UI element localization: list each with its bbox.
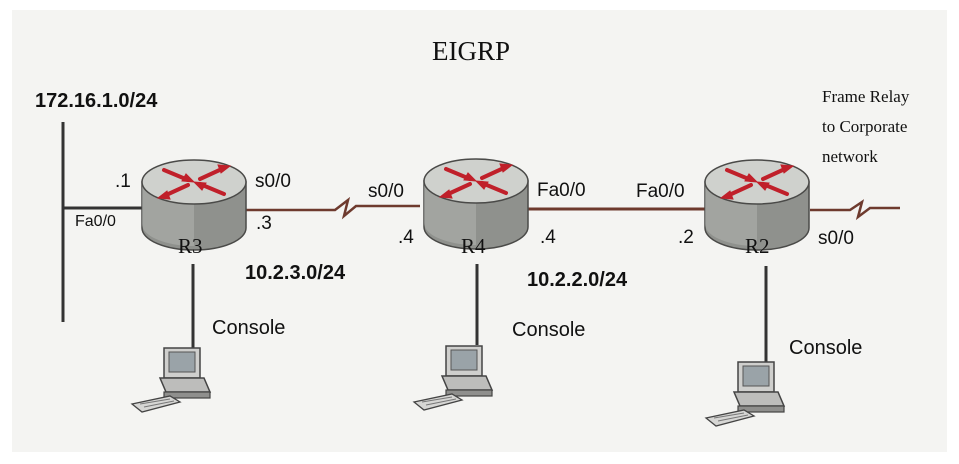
r2-serial-interface: s0/0 (818, 228, 854, 249)
r2-console-computer-icon[interactable] (705, 361, 785, 427)
r3-lan-address: .1 (115, 171, 131, 192)
r2-fa-interface: Fa0/0 (636, 181, 685, 202)
frame-relay-link (810, 199, 900, 221)
r4-fa-interface: Fa0/0 (537, 180, 586, 201)
r4-console-label: Console (512, 319, 586, 341)
r3-serial-interface: s0/0 (255, 171, 291, 192)
lan-network-label: 172.16.1.0/24 (35, 90, 158, 112)
r4-fa-address: .4 (540, 227, 556, 248)
r2-console-label: Console (789, 337, 863, 359)
frame-relay-line-2: to Corporate (822, 117, 908, 136)
link-r4-r2-network: 10.2.2.0/24 (527, 269, 628, 291)
link-r3-r4-network: 10.2.3.0/24 (245, 262, 346, 284)
serial-link-r3-r4 (246, 196, 420, 220)
r3-serial-address: .3 (256, 213, 272, 234)
r3-console-computer-icon[interactable] (131, 347, 211, 413)
r3-console-label: Console (212, 317, 286, 339)
r3-lan-interface: Fa0/0 (75, 213, 116, 230)
frame-relay-line-3: network (822, 147, 878, 166)
r4-serial-interface: s0/0 (368, 181, 404, 202)
r4-console-computer-icon[interactable] (413, 345, 493, 411)
r4-serial-address: .4 (398, 227, 414, 248)
router-r2-label: R2 (745, 234, 770, 258)
r2-fa-address: .2 (678, 227, 694, 248)
diagram-title: EIGRP (432, 36, 511, 66)
router-r4-label: R4 (461, 234, 486, 258)
frame-relay-line-1: Frame Relay (822, 87, 910, 106)
router-r3-label: R3 (178, 234, 203, 258)
